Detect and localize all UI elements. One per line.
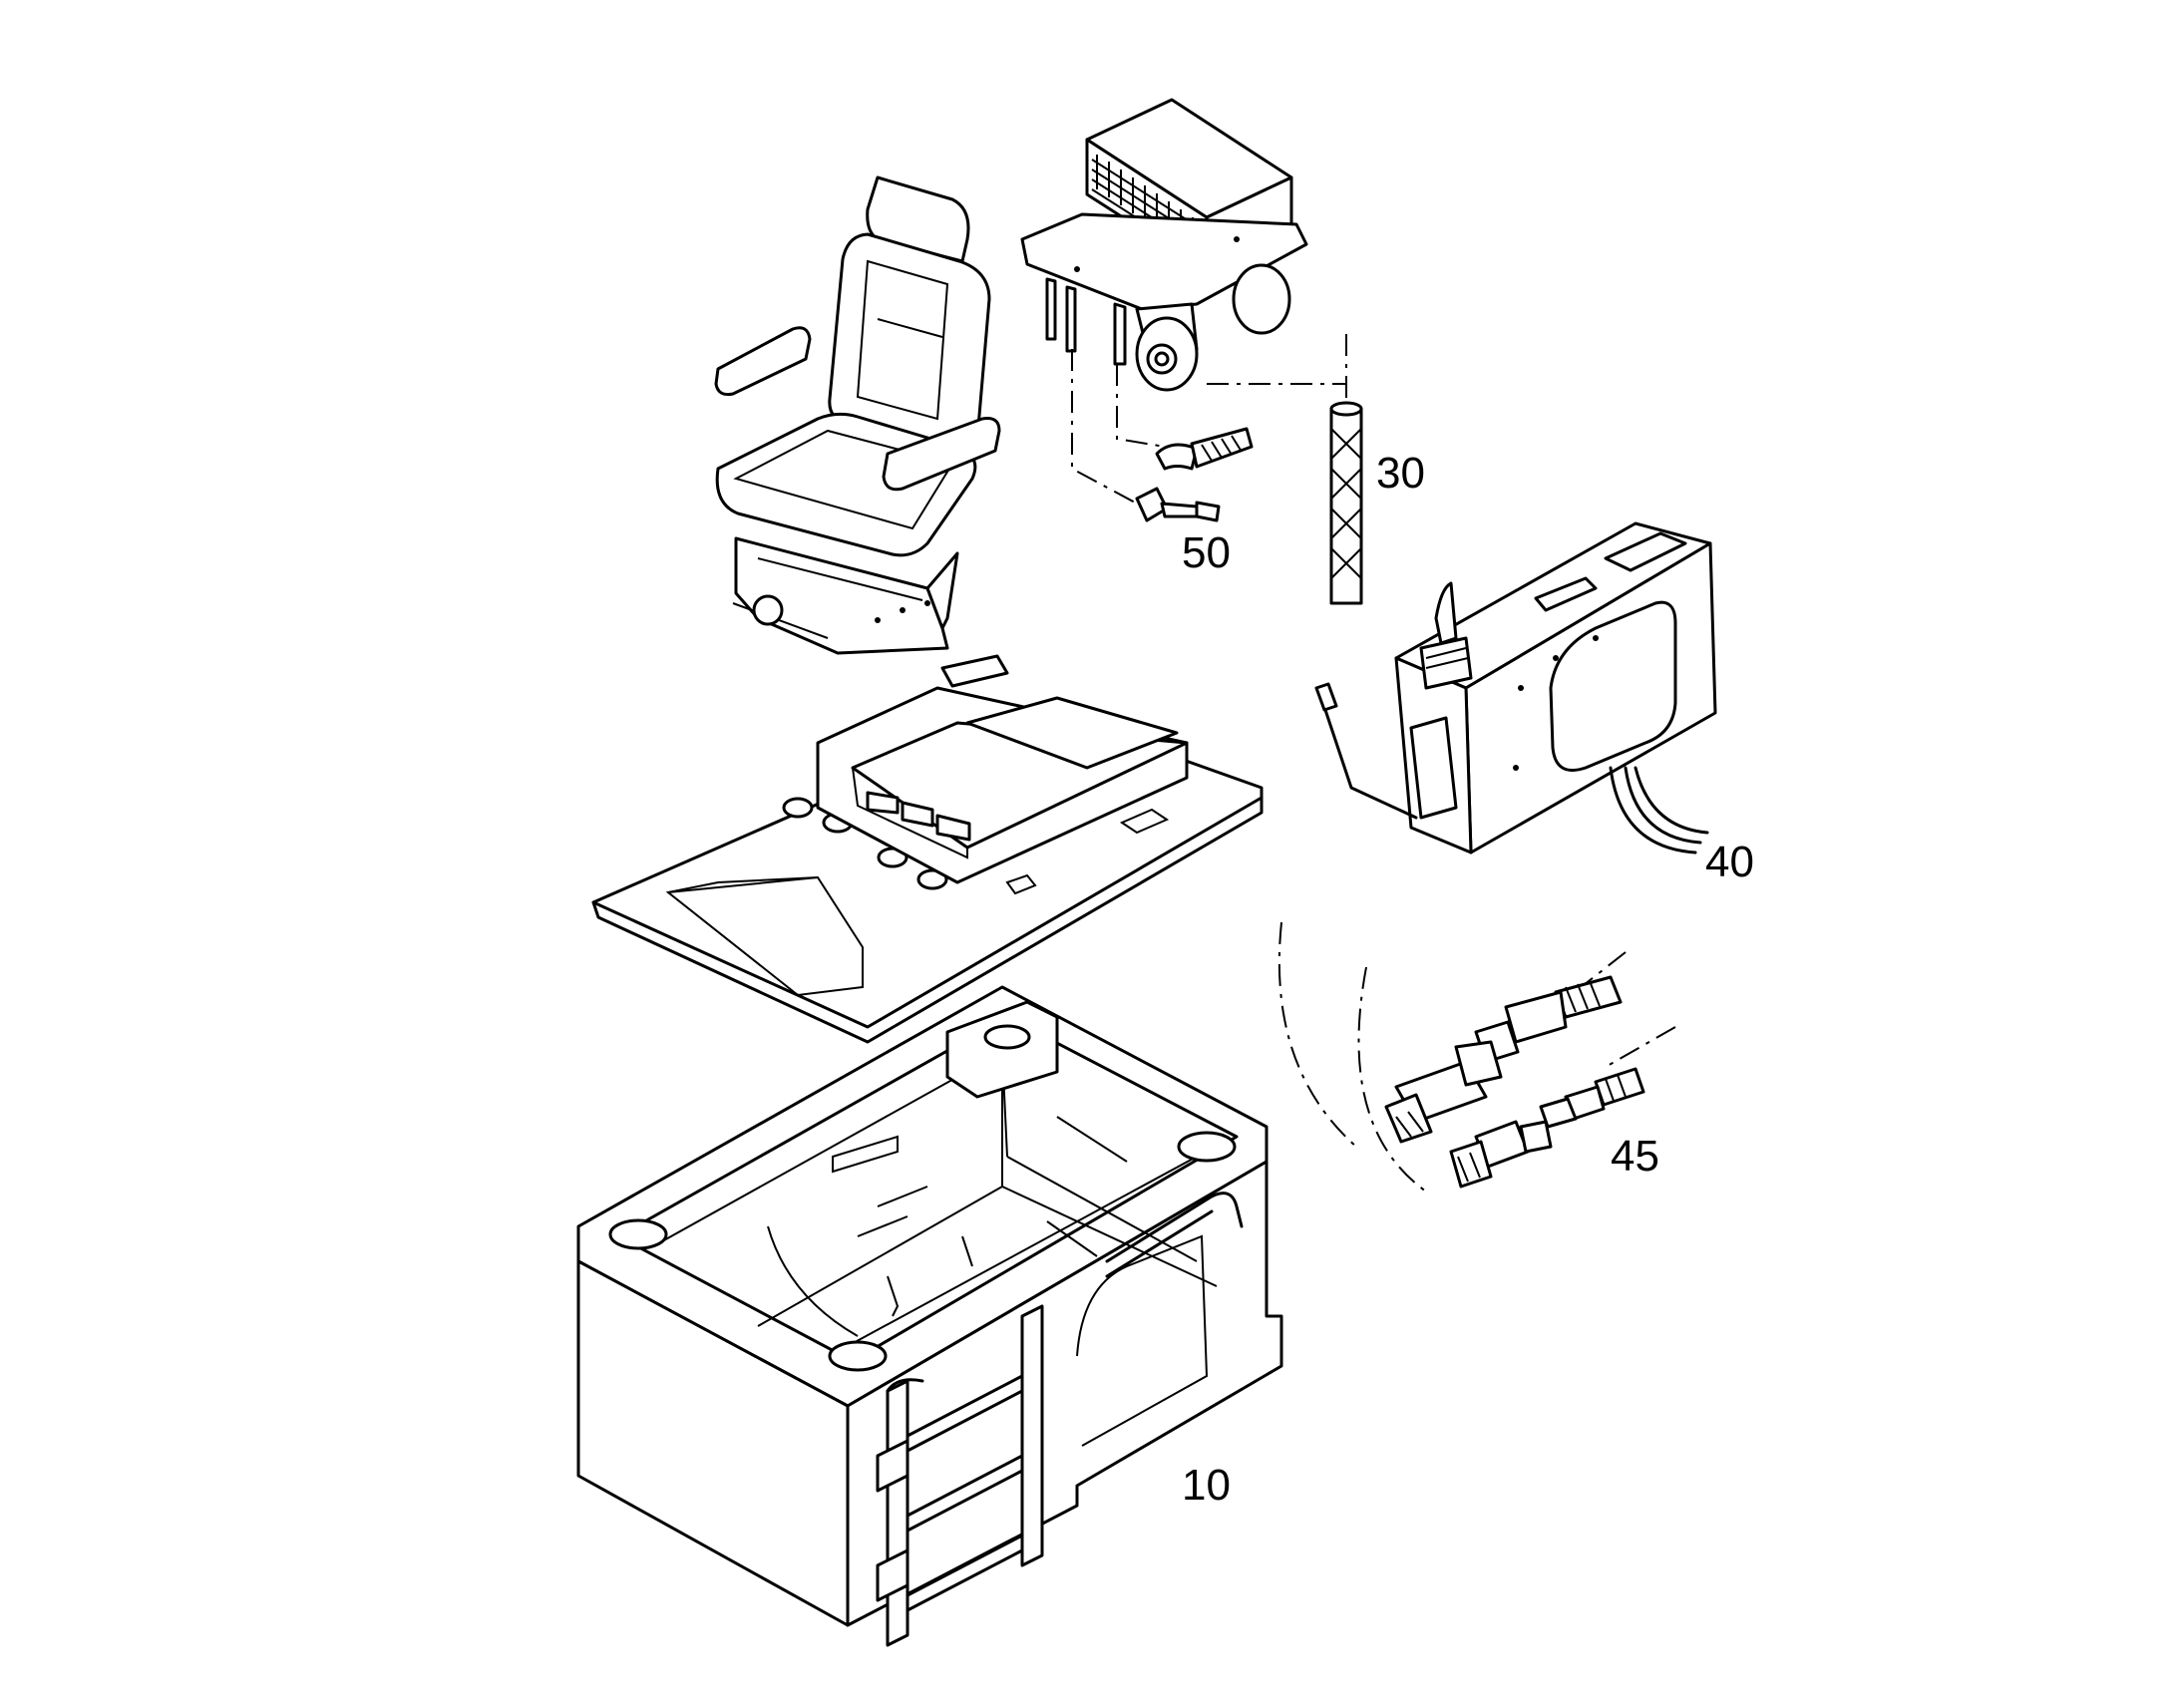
leader-line bbox=[1116, 364, 1178, 450]
hose-part-30 bbox=[1329, 401, 1363, 605]
floor-plate bbox=[591, 654, 1264, 1044]
callout-45: 45 bbox=[1611, 1132, 1659, 1181]
heater-unit bbox=[1020, 98, 1308, 392]
cab-base-part-10 bbox=[576, 985, 1283, 1647]
connectors-part-45 bbox=[1277, 921, 1676, 1193]
callout-30: 30 bbox=[1376, 449, 1425, 498]
hose-fitting bbox=[1155, 427, 1254, 471]
operator-seat bbox=[714, 175, 1001, 655]
joystick-console-part-40 bbox=[1314, 521, 1717, 854]
leader-line bbox=[1207, 334, 1347, 419]
callout-50: 50 bbox=[1182, 528, 1231, 577]
callout-10: 10 bbox=[1182, 1461, 1231, 1510]
fitting-part-50 bbox=[1135, 487, 1221, 522]
leader-line bbox=[1071, 349, 1138, 505]
callout-40: 40 bbox=[1705, 838, 1754, 886]
